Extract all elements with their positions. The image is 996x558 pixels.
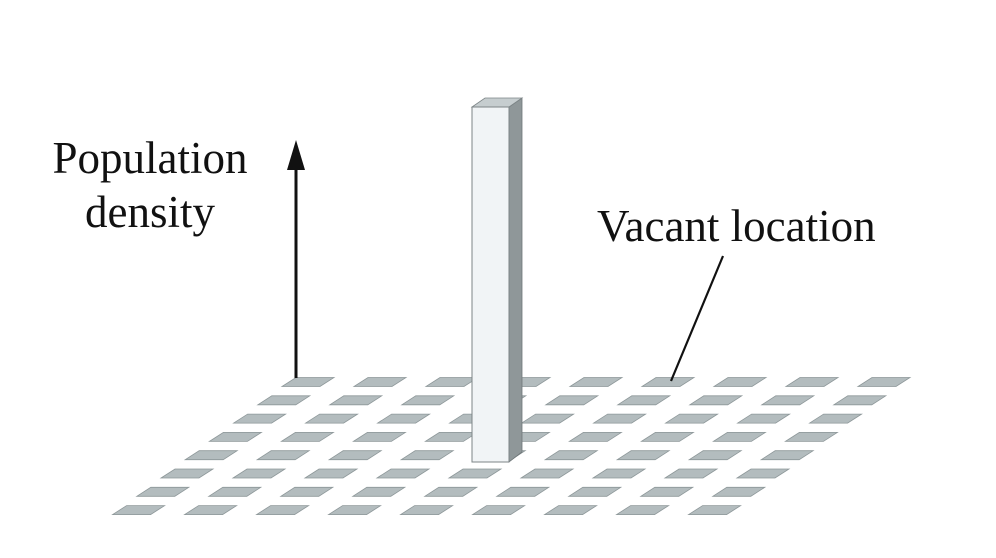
lattice-site-tile (328, 395, 384, 406)
lattice-site-tile (208, 431, 263, 442)
lattice-site-tile (256, 395, 312, 406)
lattice-site-tile (231, 468, 287, 479)
lattice-site-tile (784, 431, 839, 442)
lattice-site-tile (543, 505, 598, 515)
lattice-site-tile (232, 413, 287, 424)
lattice-site-tile (711, 486, 767, 497)
lattice-site-tile (111, 505, 166, 515)
arrowhead-icon (287, 140, 305, 170)
lattice-site-tile (280, 377, 336, 387)
lattice-site-tile (352, 377, 408, 387)
lattice-site-tile (520, 413, 575, 424)
lattice-site-tile (304, 413, 359, 424)
bar-side-face (508, 97, 523, 463)
lattice-site-tile (135, 486, 191, 497)
lattice-site-tile (279, 486, 335, 497)
lattice-site-tile (639, 486, 695, 497)
density-axis-arrow (287, 140, 305, 378)
lattice-site-tile (183, 450, 239, 461)
lattice-site-tile (688, 395, 744, 406)
bar-front-face (471, 106, 510, 463)
lattice-site-tile (519, 468, 575, 479)
lattice-site-tile (663, 468, 719, 479)
lattice-site-tile (255, 450, 311, 461)
lattice-site-tile (375, 468, 431, 479)
lattice-site-tile (808, 413, 863, 424)
axis-label-line1: Population (52, 133, 248, 183)
lattice-site-tile (615, 450, 671, 461)
lattice-grid (111, 377, 912, 515)
lattice-site-tile (712, 431, 767, 442)
lattice-site-tile (255, 505, 310, 515)
lattice-site-tile (159, 468, 215, 479)
lattice-site-tile (399, 450, 455, 461)
lattice-site-tile (592, 413, 647, 424)
population-density-bar (470, 97, 524, 463)
lattice-site-tile (856, 377, 912, 387)
lattice-site-tile (544, 395, 600, 406)
lattice-site-tile (736, 413, 791, 424)
lattice-site-tile (280, 431, 335, 442)
lattice-site-tile (735, 468, 791, 479)
lattice-site-tile (303, 468, 359, 479)
lattice-site-tile (615, 505, 670, 515)
lattice-site-tile (495, 486, 551, 497)
lattice-site-tile (327, 450, 383, 461)
lattice-site-tile (424, 431, 479, 442)
lattice-site-tile (640, 377, 696, 387)
lattice-site-tile (376, 413, 431, 424)
lattice-site-tile (640, 431, 695, 442)
axis-label-line2: density (85, 187, 215, 237)
vacant-location-pointer (669, 255, 725, 382)
lattice-site-tile (567, 486, 623, 497)
lattice-site-tile (687, 505, 742, 515)
lattice-site-tile (591, 468, 647, 479)
lattice-site-tile (784, 377, 840, 387)
lattice-site-tile (471, 505, 526, 515)
lattice-site-tile (423, 486, 479, 497)
lattice-site-tile (687, 450, 743, 461)
lattice-site-tile (327, 505, 382, 515)
vacant-location-label: Vacant location (597, 201, 876, 251)
lattice-site-tile (760, 395, 816, 406)
lattice-site-tile (447, 468, 503, 479)
lattice-site-tile (568, 377, 624, 387)
lattice-site-tile (759, 450, 815, 461)
lattice-site-tile (183, 505, 238, 515)
lattice-site-tile (400, 395, 456, 406)
lattice-site-tile (664, 413, 719, 424)
lattice-site-tile (351, 486, 407, 497)
lattice-site-tile (543, 450, 599, 461)
lattice-site-tile (832, 395, 888, 406)
axis-label: Population density (30, 131, 270, 239)
lattice-site-tile (207, 486, 263, 497)
lattice-site-tile (399, 505, 454, 515)
lattice-site-tile (352, 431, 407, 442)
lattice-site-tile (424, 377, 480, 387)
lattice-site-tile (712, 377, 768, 387)
lattice-site-tile (568, 431, 623, 442)
lattice-site-tile (616, 395, 672, 406)
